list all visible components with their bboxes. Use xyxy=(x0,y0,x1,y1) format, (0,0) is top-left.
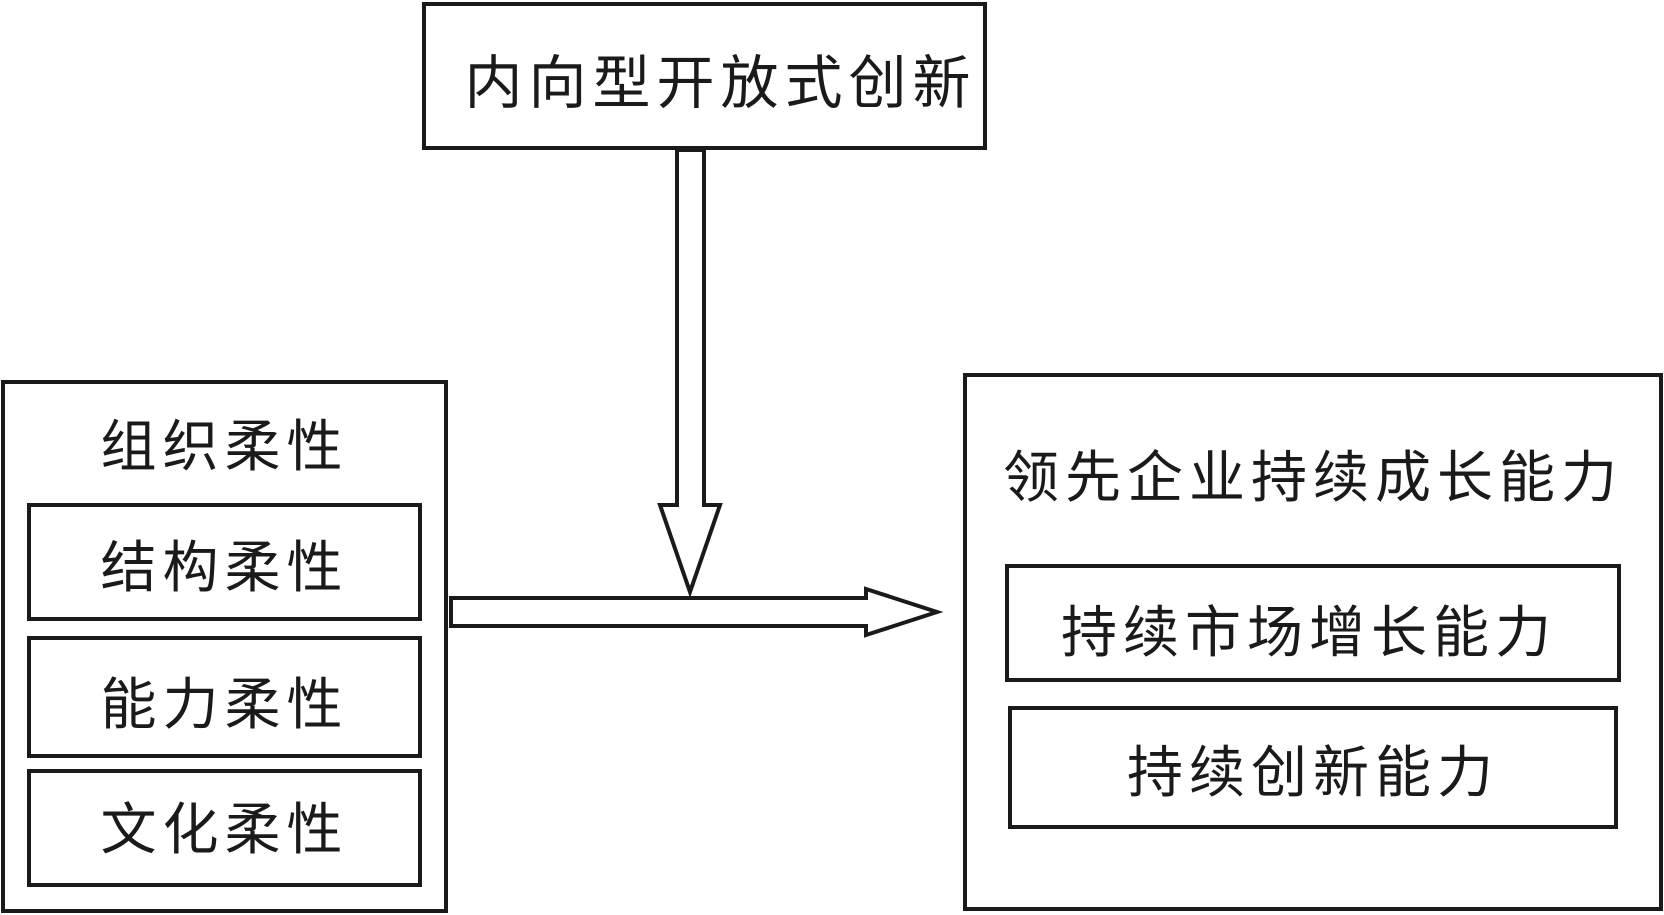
moderator-label: 内向型开放式创新 xyxy=(464,49,977,117)
market-growth-label: 持续市场增长能力 xyxy=(1061,601,1557,666)
sustained-growth-title: 领先企业持续成长能力 xyxy=(1003,446,1623,511)
moderator-box: 内向型开放式创新 xyxy=(422,2,987,150)
innovation-capability-label: 持续创新能力 xyxy=(1127,741,1499,806)
capability-flexibility-box: 能力柔性 xyxy=(27,636,422,758)
moderator-arrow xyxy=(657,148,723,599)
innovation-capability-box: 持续创新能力 xyxy=(1008,706,1618,829)
structure-flexibility-box: 结构柔性 xyxy=(27,503,422,621)
main-arrow xyxy=(449,586,944,638)
structure-flexibility-label: 结构柔性 xyxy=(100,536,349,601)
capability-flexibility-label: 能力柔性 xyxy=(100,673,349,738)
culture-flexibility-box: 文化柔性 xyxy=(27,769,422,887)
organizational-flexibility-title: 组织柔性 xyxy=(100,415,349,480)
culture-flexibility-label: 文化柔性 xyxy=(100,798,349,863)
market-growth-box: 持续市场增长能力 xyxy=(1005,564,1621,682)
